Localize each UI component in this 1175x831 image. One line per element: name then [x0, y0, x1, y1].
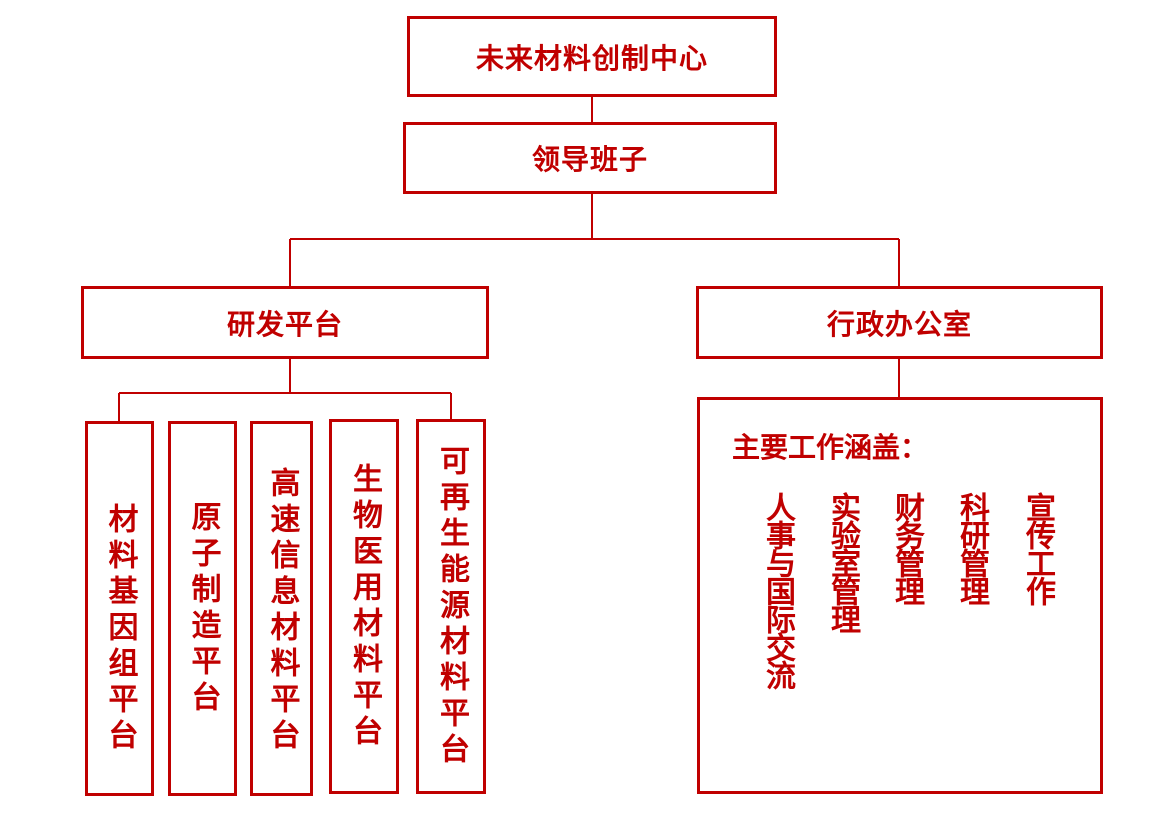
admin-duties-panel: 主要工作涵盖： 人事与国际交流 实验室管理 财务管理 科研管理 宣传工作 [697, 397, 1103, 794]
platform-renewable-energy-materials: 可再生能源材料平台 [416, 419, 486, 794]
node-label: 领导班子 [531, 143, 648, 176]
duty-hr-international: 人事与国际交流 [760, 492, 795, 688]
duty-research-management: 科研管理 [954, 492, 989, 604]
platform-label: 材料基因组平台 [102, 502, 138, 755]
node-admin-office: 行政办公室 [696, 286, 1103, 359]
platform-high-speed-info-materials: 高速信息材料平台 [250, 421, 313, 796]
admin-duties-title: 主要工作涵盖： [732, 431, 929, 464]
duty-finance-management: 财务管理 [889, 492, 924, 604]
platform-label: 原子制造平台 [185, 500, 221, 717]
platform-biomedical-materials: 生物医用材料平台 [329, 419, 399, 794]
platform-label: 生物医用材料平台 [347, 462, 382, 751]
node-leadership: 领导班子 [403, 122, 777, 194]
platform-label: 可再生能源材料平台 [434, 444, 469, 769]
duty-lab-management: 实验室管理 [825, 492, 860, 632]
platform-label: 高速信息材料平台 [264, 466, 300, 755]
node-label: 研发平台 [226, 307, 343, 341]
platform-atomic-manufacturing: 原子制造平台 [168, 421, 237, 796]
platform-materials-genome: 材料基因组平台 [85, 421, 154, 796]
node-future-materials-center: 未来材料创制中心 [407, 16, 777, 97]
node-rd-platform: 研发平台 [81, 286, 489, 359]
node-label: 行政办公室 [826, 307, 972, 341]
node-label: 未来材料创制中心 [475, 41, 708, 75]
duty-publicity: 宣传工作 [1020, 492, 1055, 604]
